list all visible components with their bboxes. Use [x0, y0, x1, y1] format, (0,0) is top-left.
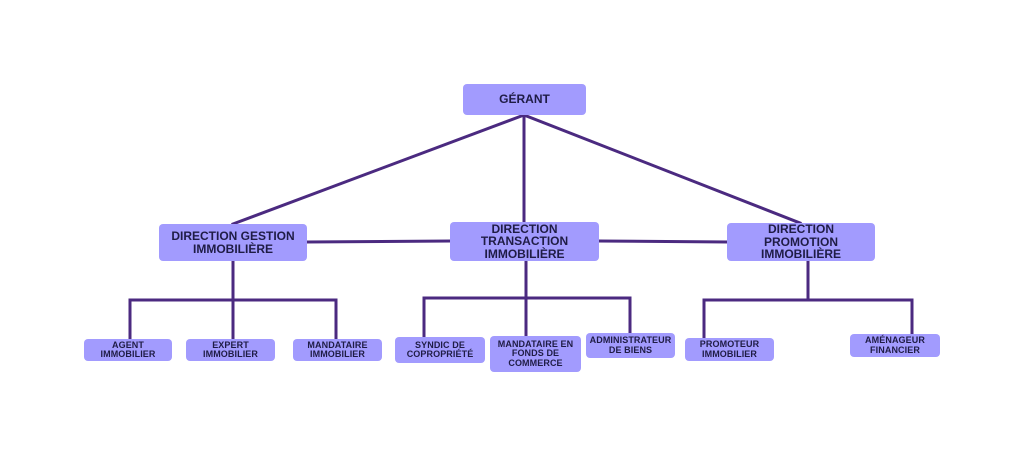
connector-root-gestion [231, 113, 526, 226]
node-mandataire-immobilier: MANDATAIRE IMMOBILIER [293, 339, 382, 361]
node-gerant: GÉRANT [463, 84, 586, 115]
node-direction-gestion: DIRECTION GESTION IMMOBILIÈRE [159, 224, 307, 261]
node-direction-promotion: DIRECTION PROMOTION IMMOBILIÈRE [727, 223, 875, 261]
node-amenageur-financier: AMÉNAGEUR FINANCIER [850, 334, 940, 357]
node-promoteur-immobilier: PROMOTEUR IMMOBILIER [685, 338, 774, 361]
node-syndic-copropriete: SYNDIC DE COPROPRIÉTÉ [395, 337, 485, 363]
connector-root-promotion [522, 113, 802, 225]
node-expert-immobilier: EXPERT IMMOBILIER [186, 339, 275, 361]
node-administrateur-biens: ADMINISTRATEUR DE BIENS [586, 333, 675, 358]
connector-transaction-promotion [597, 239, 729, 244]
node-direction-transaction: DIRECTION TRANSACTION IMMOBILIÈRE [450, 222, 599, 261]
connector-gestion-transaction [305, 239, 452, 244]
node-agent-immobilier: AGENT IMMOBILIER [84, 339, 172, 361]
node-mandataire-fonds-commerce: MANDATAIRE EN FONDS DE COMMERCE [490, 336, 581, 372]
